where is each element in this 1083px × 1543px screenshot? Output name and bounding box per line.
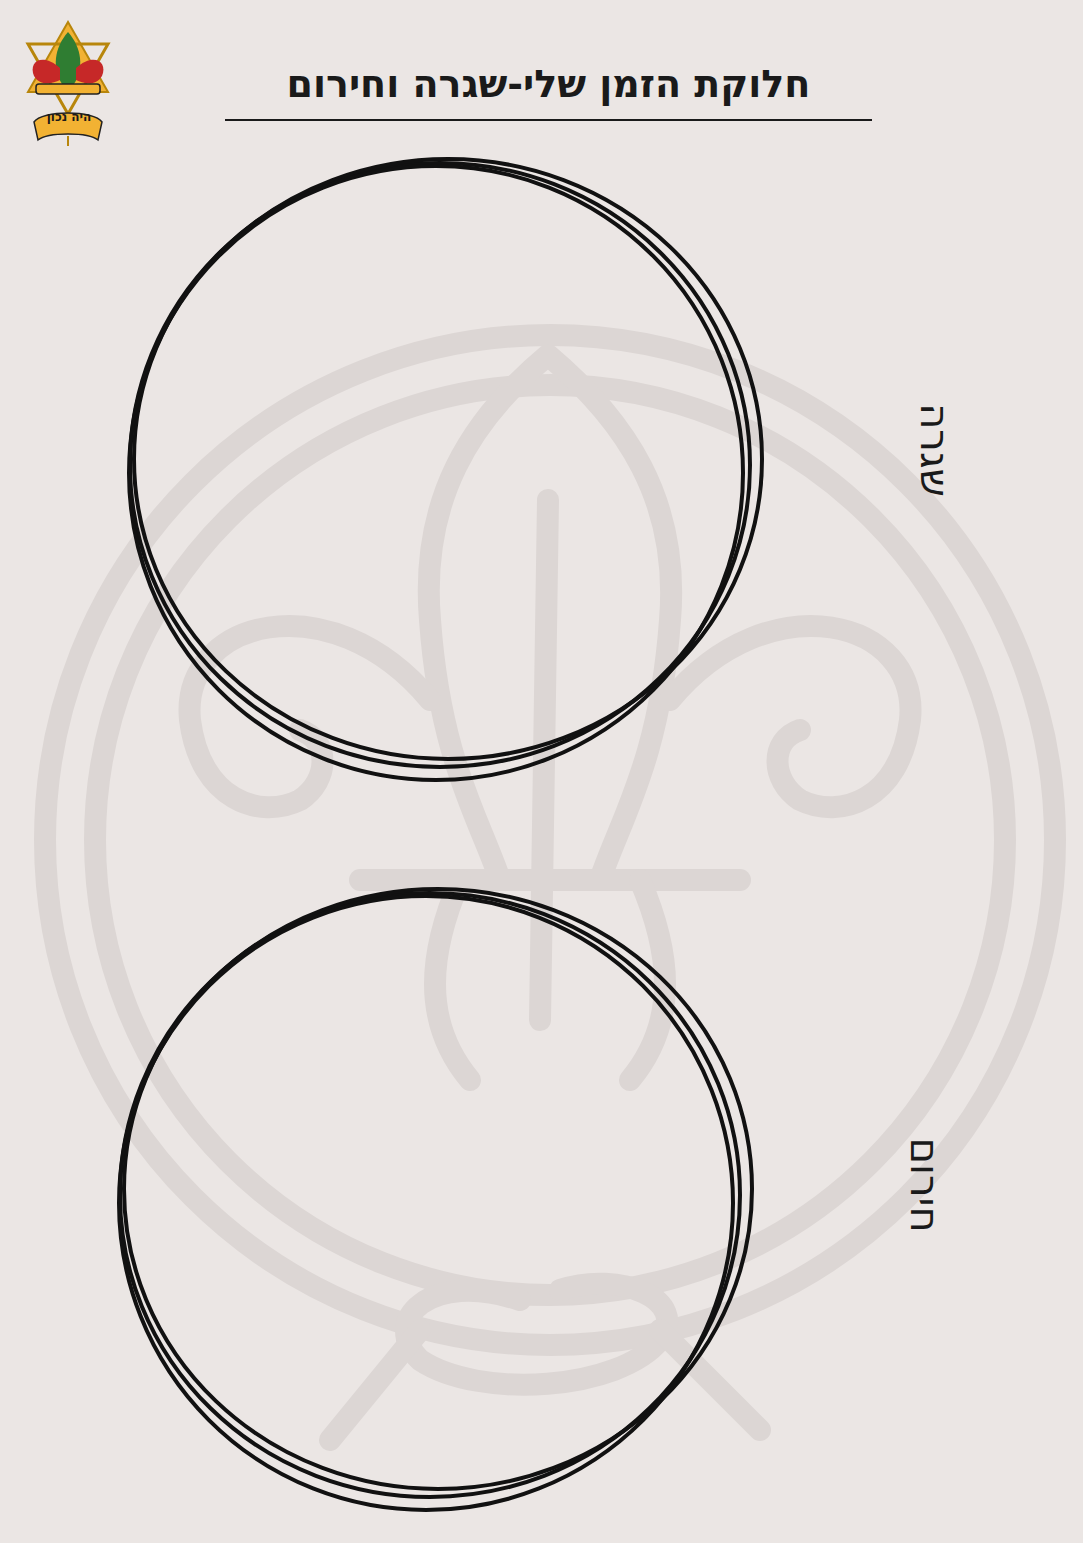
circle-heading: חירום [901,1137,949,1232]
sketch-circle [100,870,980,1520]
circle-stroke [119,896,733,1510]
title-underline [225,119,872,121]
circle-stroke [129,166,743,780]
page-title: חלוקת הזמן שלי-שגרה וחירום [225,58,872,110]
logo-motto: היה נכון [34,110,104,124]
circle-node: שגרה [110,140,990,790]
sketch-circle [110,140,990,790]
circle-heading: שגרה [911,403,959,497]
scout-logo [22,18,114,148]
fleur-de-lis-watermark [45,335,1055,1440]
circle-node: חירום [100,870,980,1520]
